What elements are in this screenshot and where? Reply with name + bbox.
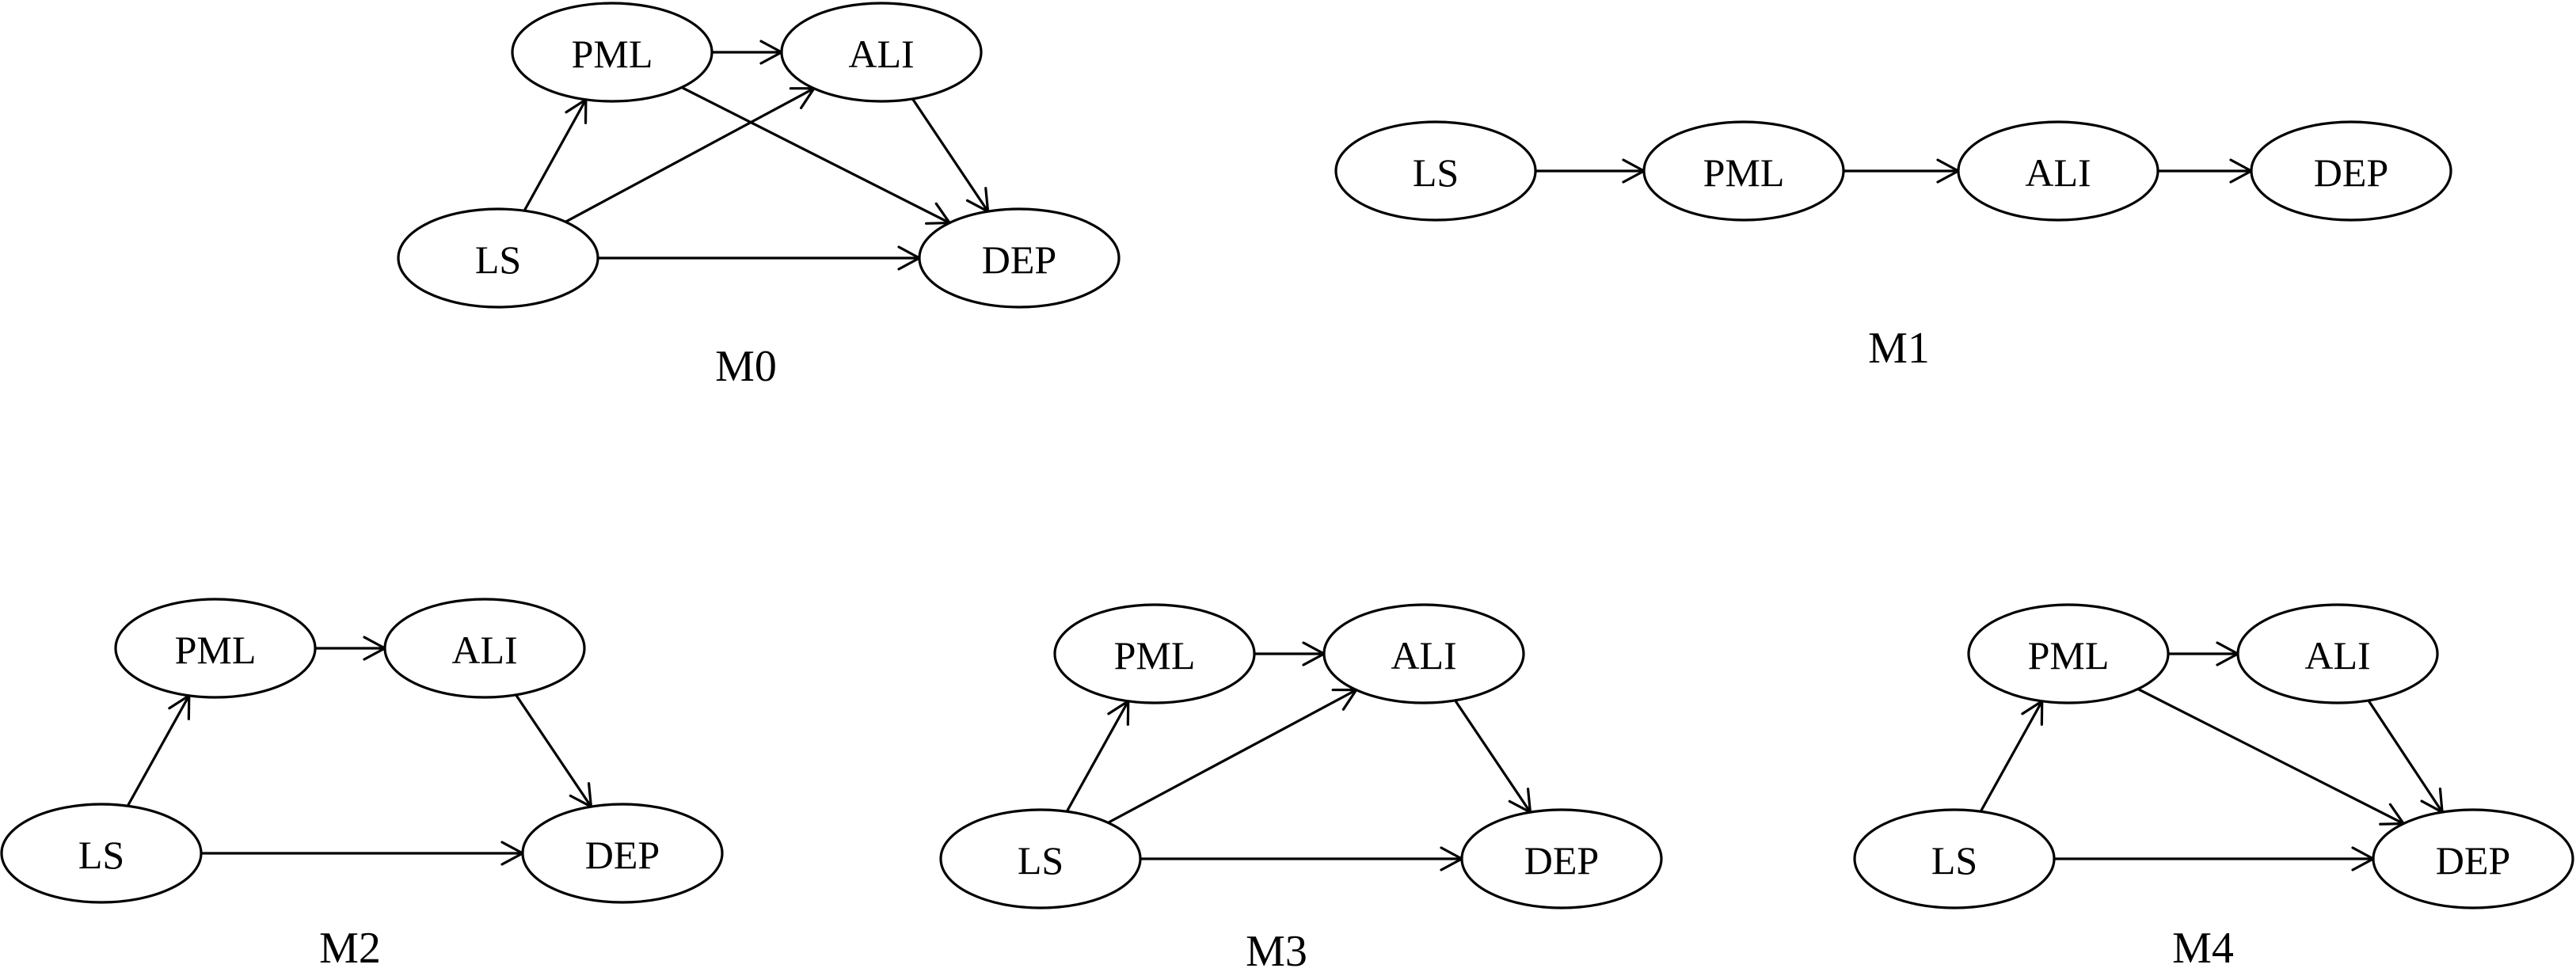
m1-node-ls-label: LS bbox=[1413, 150, 1459, 195]
m4-edge-pml-dep bbox=[2137, 688, 2405, 826]
m4-edge-ls-pml bbox=[1979, 700, 2044, 812]
m2-edge-ali-dep-line bbox=[515, 693, 592, 808]
m3-node-dep-label: DEP bbox=[1524, 838, 1599, 883]
m4-node-ali-label: ALI bbox=[2304, 633, 2370, 678]
m3-node-ali: ALI bbox=[1322, 603, 1525, 704]
m0-node-ls: LS bbox=[397, 207, 599, 309]
m3-edge-ls-ali-line bbox=[1107, 689, 1357, 824]
m1-node-ls: LS bbox=[1334, 120, 1537, 222]
m2-node-dep-label: DEP bbox=[585, 833, 660, 877]
m0-node-dep: DEP bbox=[918, 207, 1121, 309]
m1-node-dep-label: DEP bbox=[2314, 150, 2388, 195]
m4-caption: M4 bbox=[2172, 924, 2234, 972]
m3-edges bbox=[1065, 641, 1532, 871]
m0-node-dep-label: DEP bbox=[982, 237, 1056, 282]
m1-node-ali-label: ALI bbox=[2025, 150, 2091, 195]
m3-edge-pml-ali bbox=[1254, 641, 1326, 666]
m3-node-ali-label: ALI bbox=[1391, 633, 1456, 678]
m2-edge-ls-dep bbox=[201, 841, 524, 866]
m4-node-ls: LS bbox=[1853, 808, 2056, 909]
m2-node-ali: ALI bbox=[383, 598, 586, 699]
m0-edge-ls-pml-line bbox=[523, 99, 588, 211]
m3-edge-ls-pml bbox=[1065, 700, 1130, 812]
m1-edge-ls-pml bbox=[1535, 158, 1646, 184]
m3-node-dep: DEP bbox=[1460, 808, 1663, 909]
m4-edge-pml-ali bbox=[2168, 641, 2239, 666]
m4-edge-ls-dep bbox=[2054, 846, 2375, 871]
m0-edge-ls-ali-line bbox=[565, 87, 815, 223]
m4-node-pml: PML bbox=[1967, 603, 2170, 704]
m1-edge-pml-ali bbox=[1844, 158, 1960, 184]
m3-edge-ls-ali bbox=[1107, 688, 1358, 824]
m2-node-ls-label: LS bbox=[78, 833, 124, 877]
m1-node-pml: PML bbox=[1642, 120, 1845, 222]
diagram-m2: PML ALI LS DEP M2 bbox=[0, 598, 724, 972]
diagram-m4: PML ALI LS DEP M4 bbox=[1853, 603, 2574, 972]
m0-node-ls-label: LS bbox=[475, 237, 521, 282]
m0-node-pml: PML bbox=[511, 2, 713, 103]
m2-node-ali-label: ALI bbox=[451, 628, 517, 672]
m2-node-ls: LS bbox=[0, 803, 203, 904]
m3-node-pml: PML bbox=[1053, 603, 1256, 704]
m4-edge-pml-dep-line bbox=[2137, 688, 2404, 825]
diagram-m0: PML ALI LS DEP M0 bbox=[397, 2, 1121, 391]
m4-edge-ali-dep-line bbox=[2367, 700, 2444, 813]
m0-edge-ali-dep-line bbox=[911, 97, 989, 213]
m0-edge-pml-ali bbox=[712, 40, 783, 65]
m2-node-dep: DEP bbox=[521, 803, 724, 904]
m4-node-dep-label: DEP bbox=[2436, 838, 2510, 883]
m2-caption: M2 bbox=[319, 924, 381, 972]
m4-node-dep: DEP bbox=[2372, 808, 2574, 909]
m3-caption: M3 bbox=[1246, 927, 1307, 972]
m0-edge-pml-dep-line bbox=[681, 86, 950, 224]
m0-edge-pml-dep bbox=[681, 86, 951, 225]
m4-edge-ali-dep bbox=[2367, 700, 2444, 814]
m1-edge-ali-dep bbox=[2158, 158, 2253, 184]
m0-edge-ali-dep bbox=[911, 97, 990, 213]
m0-node-ali: ALI bbox=[780, 2, 983, 103]
m3-edge-ali-dep-line bbox=[1454, 699, 1532, 814]
m1-node-dep: DEP bbox=[2250, 120, 2452, 222]
m2-edge-ls-pml bbox=[126, 694, 191, 807]
m3-node-ls-label: LS bbox=[1018, 838, 1064, 883]
m0-caption: M0 bbox=[715, 342, 777, 391]
m3-node-pml-label: PML bbox=[1114, 633, 1196, 678]
m0-edge-ls-ali bbox=[565, 87, 816, 223]
m4-node-ls-label: LS bbox=[1931, 838, 1977, 883]
diagram-m3: PML ALI LS DEP M3 bbox=[939, 603, 1663, 972]
m0-edges bbox=[523, 40, 990, 271]
m3-edge-ali-dep bbox=[1454, 699, 1532, 814]
m1-caption: M1 bbox=[1868, 324, 1930, 373]
m1-node-ali: ALI bbox=[1957, 120, 2159, 222]
m2-edge-ls-pml-line bbox=[126, 695, 191, 807]
m2-node-pml-label: PML bbox=[175, 628, 257, 672]
m3-edge-ls-dep bbox=[1140, 846, 1463, 871]
m2-edge-ali-dep bbox=[515, 693, 593, 808]
m3-edge-ls-pml-line bbox=[1065, 701, 1130, 812]
diagram-m1: LS PML ALI DEP M1 bbox=[1334, 120, 2452, 373]
m4-node-ali: ALI bbox=[2236, 603, 2439, 704]
m0-edge-ls-dep bbox=[598, 245, 921, 271]
m0-node-ali-label: ALI bbox=[848, 32, 914, 76]
m4-node-pml-label: PML bbox=[2028, 633, 2110, 678]
m1-node-pml-label: PML bbox=[1703, 150, 1785, 195]
m2-edge-pml-ali bbox=[315, 636, 386, 661]
m0-edge-ls-pml bbox=[523, 98, 588, 211]
m0-node-pml-label: PML bbox=[572, 32, 653, 76]
m3-node-ls: LS bbox=[939, 808, 1142, 909]
m4-edge-ls-pml-line bbox=[1979, 701, 2044, 812]
m2-node-pml: PML bbox=[114, 598, 317, 699]
